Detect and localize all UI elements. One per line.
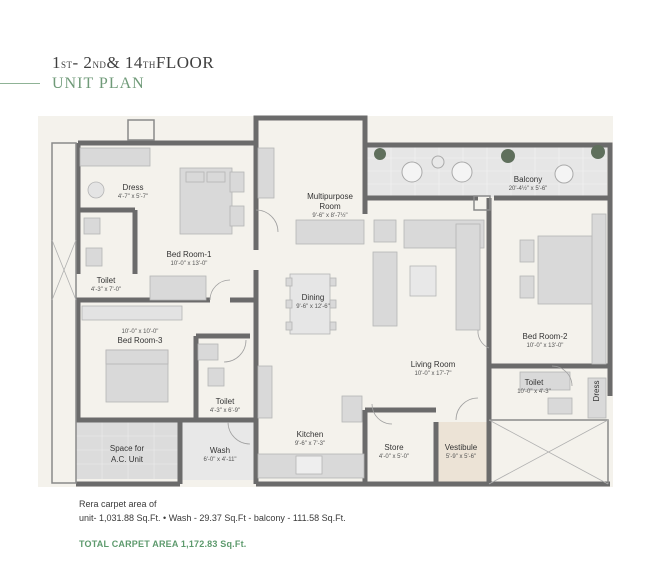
room-label-multipurpose: Multipurpose Room 9'-6" x 8'-7½" — [300, 192, 360, 220]
ac-space-tiles — [76, 422, 180, 479]
wash-floor — [180, 420, 254, 480]
room-dimension: 5'-9" x 5'-6" — [445, 454, 477, 460]
room-dimension: 10'-0" x 13'-0" — [526, 343, 564, 349]
floor-title-part: 1 — [52, 53, 61, 72]
floor-title-part: FLOOR — [155, 53, 215, 72]
room-label-balcony: Balcony 20'-4½" x 5'-6" — [509, 175, 548, 193]
room-name: Store — [384, 443, 404, 452]
room-dimension: 10'-0" x 10'-0" — [121, 329, 159, 335]
room-label-toilet-2: Toilet 10'-0" x 4'-3" — [517, 378, 551, 396]
floor-title-sup: ND — [92, 60, 107, 70]
floor-title-part: - 2 — [72, 53, 93, 72]
room-dimension: 4'-3" x 7'-0" — [90, 287, 122, 293]
floor-title-sup: TH — [142, 60, 156, 70]
room-name: Toilet — [96, 276, 116, 285]
entry-diagonal — [488, 419, 609, 485]
room-name: Bed Room-3 — [117, 336, 163, 345]
room-label-ac-space: Space for A.C. Unit — [102, 443, 152, 465]
room-dimension: 10'-0" x 13'-0" — [170, 261, 208, 267]
vestibule-floor — [438, 422, 488, 482]
room-dimension: 9'-6" x 12'-6" — [296, 304, 330, 310]
room-name: Vestibule — [444, 443, 478, 452]
room-dimension: 4'-7" x 5'-7" — [117, 194, 149, 200]
room-dimension: 4'-0" x 5'-0" — [378, 454, 410, 460]
floor-title-part: & 14 — [106, 53, 143, 72]
floor-title-sup: ST — [61, 60, 73, 70]
furniture — [79, 147, 607, 479]
room-name: Toilet — [215, 397, 235, 406]
room-label-toilet-1: Toilet 4'-3" x 7'-0" — [91, 276, 121, 294]
room-dimension: 4'-3" x 6'-9" — [209, 408, 241, 414]
room-name: Bed Room-2 — [522, 332, 568, 341]
room-label-dress: Dress 4'-7" x 5'-7" — [118, 183, 148, 201]
room-label-bed-2: Bed Room-2 10'-0" x 13'-0" — [523, 332, 568, 350]
unit-plan-subtitle: UNIT PLAN — [52, 75, 145, 92]
room-name: Dining — [301, 293, 325, 302]
carpet-area-breakdown: unit- 1,031.88 Sq.Ft. • Wash - 29.37 Sq.… — [79, 513, 346, 523]
room-name: Dress — [592, 380, 601, 402]
room-label-vestibule: Vestibule 5'-9" x 5'-6" — [445, 443, 477, 461]
room-label-toilet-3: Toilet 4'-3" x 6'-9" — [210, 397, 240, 415]
room-name: Space for A.C. Unit — [109, 444, 145, 464]
room-name: Kitchen — [296, 430, 324, 439]
room-label-dining: Dining 9'-6" x 12'-6" — [296, 293, 330, 311]
room-name: Dress — [122, 183, 144, 192]
room-label-bed-1: Bed Room-1 10'-0" x 13'-0" — [167, 250, 212, 268]
room-name: Multipurpose Room — [307, 192, 353, 211]
room-name: Toilet — [524, 378, 544, 387]
room-label-kitchen: Kitchen 9'-6" x 7'-3" — [295, 430, 325, 448]
room-label-wash: Wash 6'-0" x 4'-11" — [203, 446, 236, 464]
room-name: Bed Room-1 — [166, 250, 212, 259]
room-dimension: 9'-6" x 8'-7½" — [312, 213, 348, 219]
room-dimension: 10'-0" x 17'-7" — [414, 371, 452, 377]
carpet-area-caption: Rera carpet area of — [79, 499, 157, 509]
room-label-store: Store 4'-0" x 5'-0" — [379, 443, 409, 461]
room-name: Wash — [209, 446, 231, 455]
door-swings — [209, 209, 573, 445]
accent-rule — [0, 83, 40, 84]
room-dimension: 6'-0" x 4'-11" — [203, 457, 237, 463]
room-name: Balcony — [513, 175, 543, 184]
room-dimension: 10'-0" x 4'-3" — [517, 389, 551, 395]
plants — [374, 145, 605, 184]
total-carpet-area: TOTAL CARPET AREA 1,172.83 Sq.Ft. — [79, 539, 247, 549]
room-name: Living Room — [410, 360, 456, 369]
side-diagonal — [51, 239, 77, 301]
room-label-living: Living Room 10'-0" x 17'-7" — [411, 360, 455, 378]
room-dimension: 9'-6" x 7'-3" — [294, 441, 326, 447]
room-label-dress-2: Dress — [592, 381, 602, 402]
room-dimension: 20'-4½" x 5'-6" — [508, 186, 548, 192]
room-label-bed-3: 10'-0" x 10'-0" Bed Room-3 — [118, 328, 163, 346]
